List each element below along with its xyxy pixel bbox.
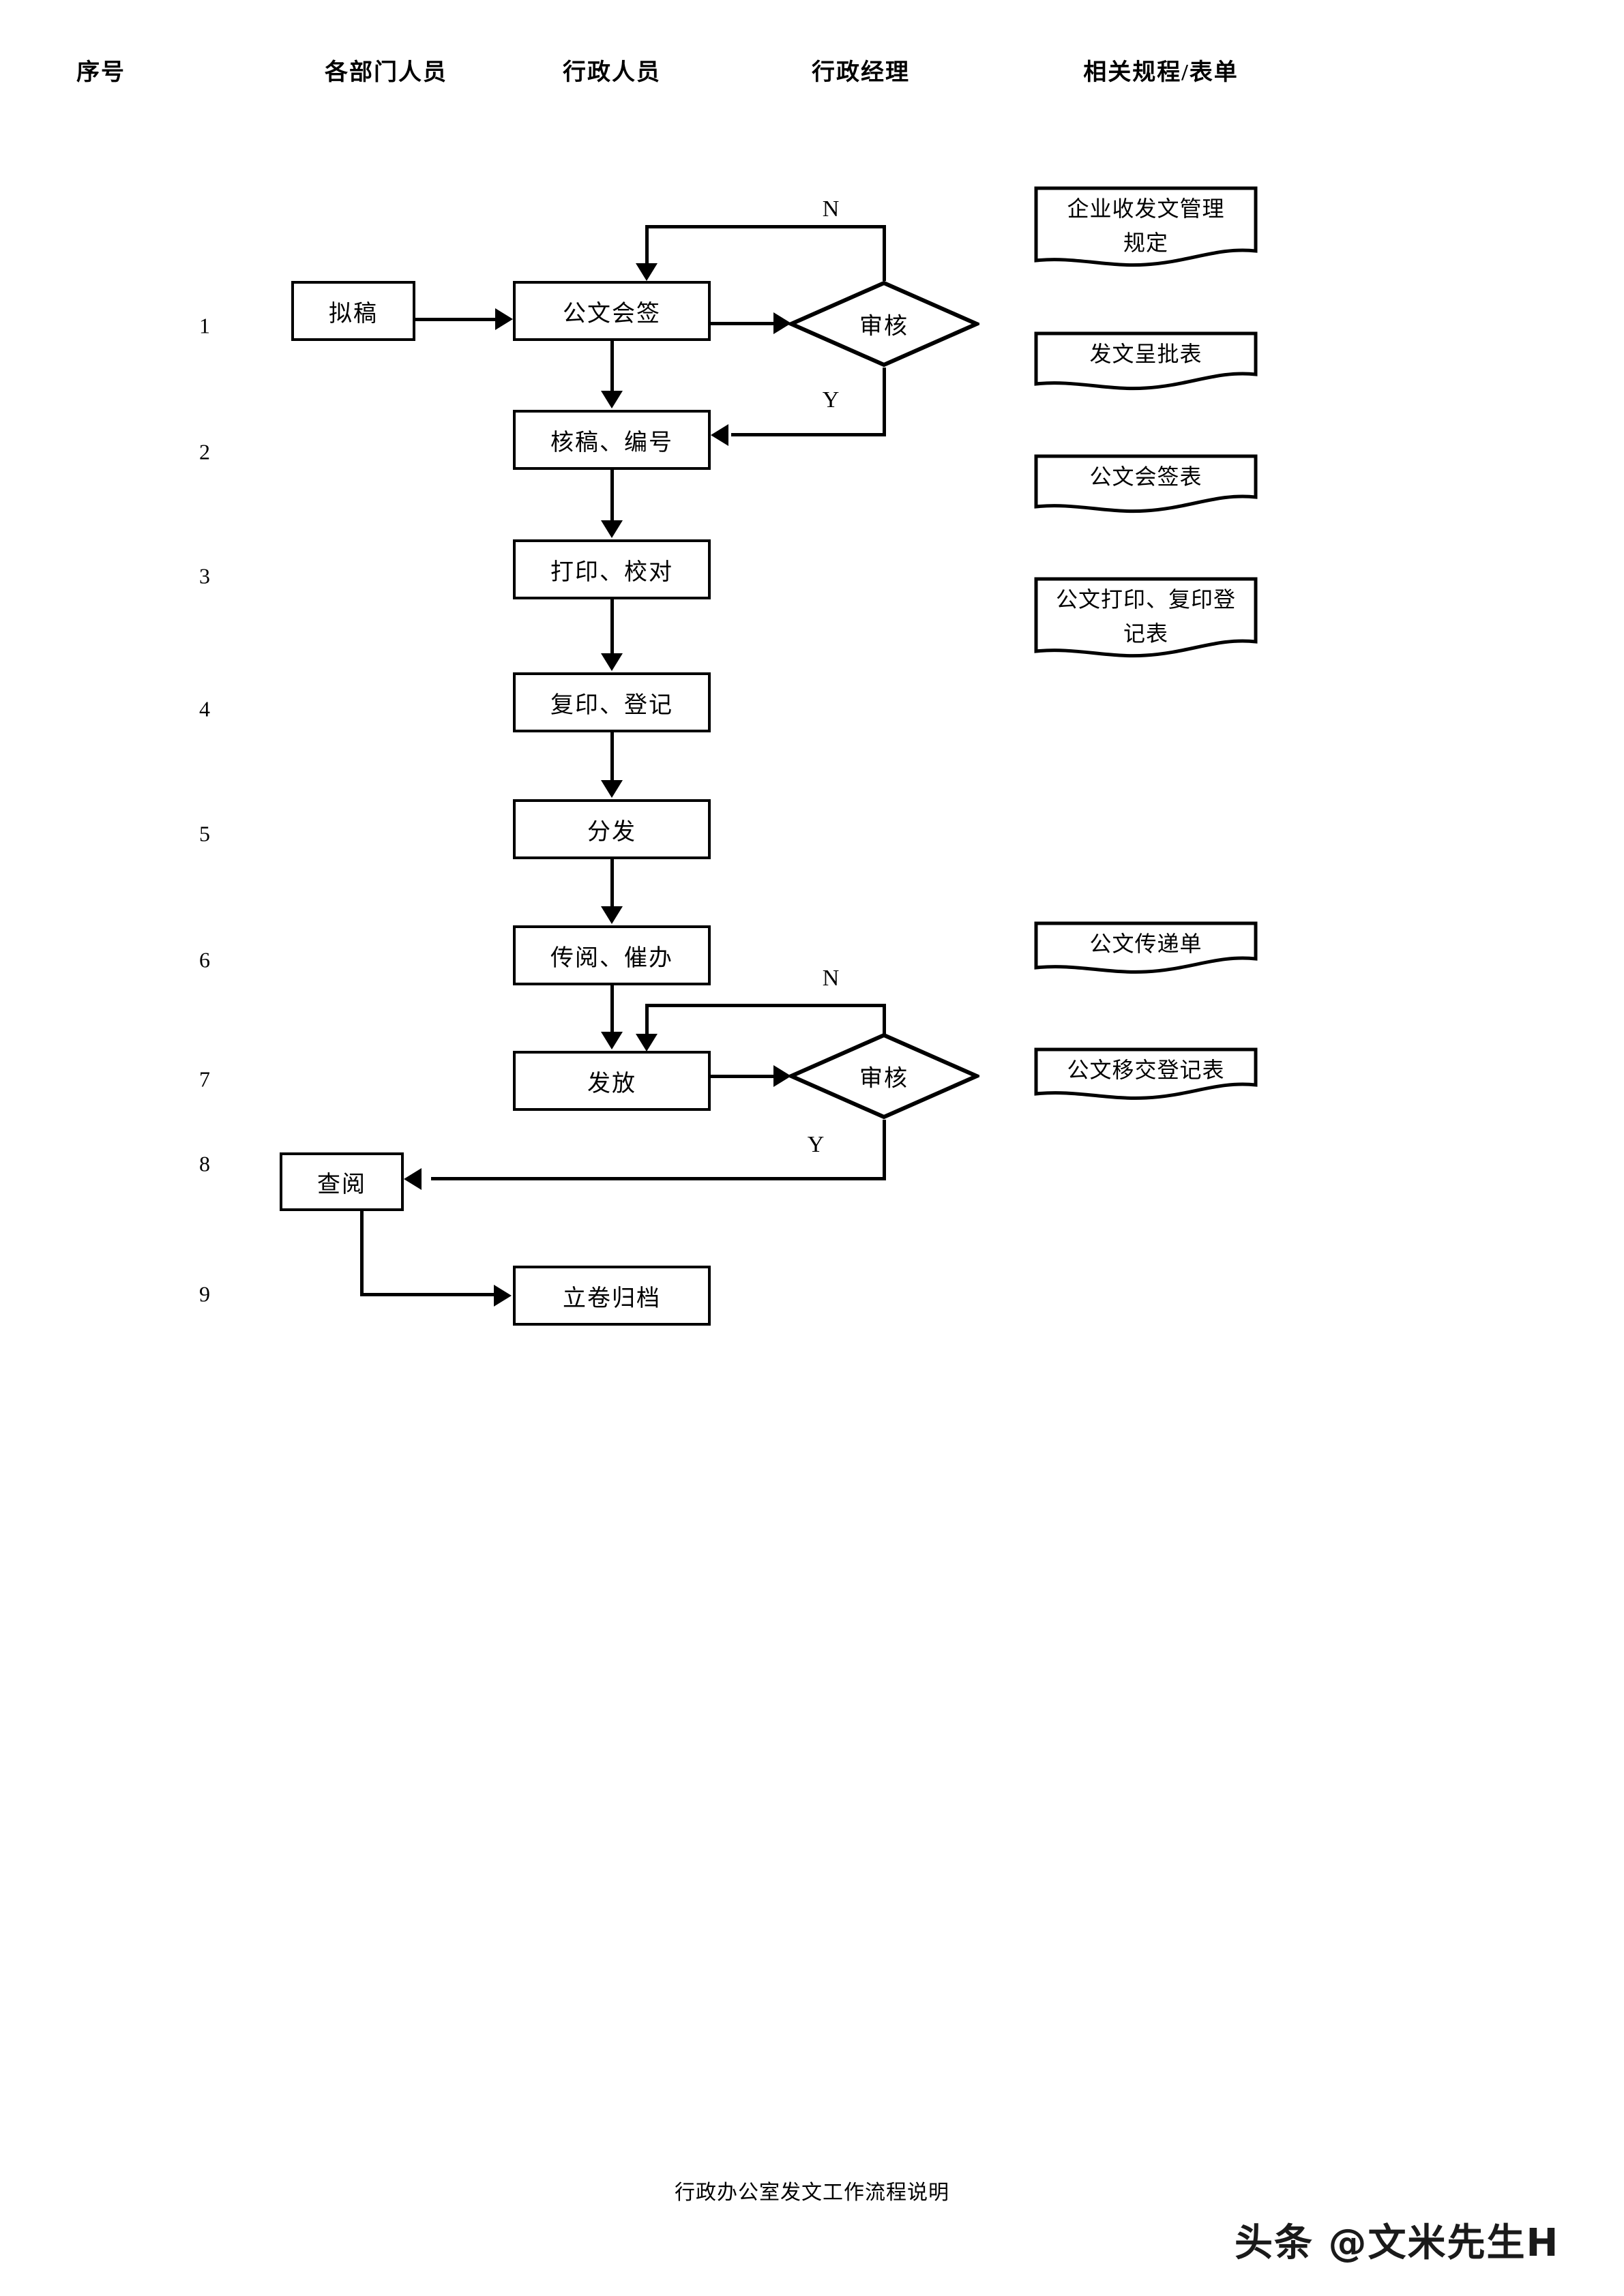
form-document-1[interactable]: 企业收发文管理 规定 <box>1033 185 1258 269</box>
connector-fuyin-to-fenfa-line <box>610 732 614 781</box>
connector-shenhe1-y-arrowhead <box>711 424 728 446</box>
column-header-admin: 行政人员 <box>563 60 661 85</box>
process-box-hegao[interactable]: 核稿、编号 <box>513 410 711 470</box>
form-document-2-label: 发文呈批表 <box>1089 342 1202 366</box>
process-box-lijuan[interactable]: 立卷归档 <box>513 1266 711 1326</box>
watermark-text: 头条 @文米先生H <box>1235 2221 1560 2265</box>
form-document-3-label: 公文会签表 <box>1089 464 1202 489</box>
branch-label-n-bottom: N <box>822 966 840 991</box>
connector-chuanyue-to-fafang-arrowhead <box>601 1032 623 1049</box>
step-number-2: 2 <box>199 439 210 464</box>
connector-hegao-to-dayin-line <box>610 470 614 522</box>
process-box-fafang[interactable]: 发放 <box>513 1051 711 1111</box>
connector-shenhe2-n-horizontal <box>645 1004 886 1007</box>
branch-label-n-top: N <box>822 196 840 222</box>
process-box-chuanyue[interactable]: 传阅、催办 <box>513 925 711 985</box>
document-shape-icon <box>1034 331 1258 391</box>
connector-fafang-to-shenhe2-line <box>711 1075 778 1078</box>
process-box-fuyin[interactable]: 复印、登记 <box>513 672 711 732</box>
form-document-1-label: 企业收发文管理 规定 <box>1067 196 1225 255</box>
form-document-4-label: 公文打印、复印登 记表 <box>1055 587 1236 646</box>
form-document-2[interactable]: 发文呈批表 <box>1033 331 1258 392</box>
connector-gongwen-to-hegao-arrowhead <box>601 391 623 408</box>
connector-shenhe1-n-arrowhead <box>636 263 658 281</box>
connector-shenhe2-n-vertical-right <box>883 1004 886 1037</box>
connector-nigao-to-gongwen-line <box>415 318 495 321</box>
step-number-5: 5 <box>199 821 210 846</box>
connector-shenhe1-y-vertical <box>883 368 886 436</box>
document-shape-icon <box>1034 186 1258 267</box>
connector-fuyin-to-fenfa-arrowhead <box>601 780 623 798</box>
connector-fenfa-to-chuanyue-arrowhead <box>601 906 623 924</box>
step-number-3: 3 <box>199 563 210 588</box>
diamond-shape-icon <box>788 280 979 368</box>
connector-shenhe2-y-arrowhead <box>404 1168 422 1190</box>
document-shape-icon <box>1034 454 1258 513</box>
connector-shenhe2-n-vertical-left <box>645 1004 649 1037</box>
connector-fenfa-to-chuanyue-line <box>610 859 614 908</box>
process-box-dayin[interactable]: 打印、校对 <box>513 539 711 599</box>
connector-shenhe1-n-vertical-right <box>883 225 886 281</box>
connector-gongwen-to-shenhe1-line <box>711 322 778 325</box>
document-shape-icon <box>1034 921 1258 974</box>
column-header-manager: 行政经理 <box>812 60 910 85</box>
connector-dayin-to-fuyin-arrowhead <box>601 653 623 671</box>
step-number-7: 7 <box>199 1067 210 1092</box>
connector-shenhe2-n-arrowhead <box>636 1034 658 1052</box>
process-box-gongwen[interactable]: 公文会签 <box>513 281 711 341</box>
connector-dayin-to-fuyin-line <box>610 599 614 655</box>
form-document-5[interactable]: 公文传递单 <box>1033 921 1258 975</box>
form-document-3[interactable]: 公文会签表 <box>1033 453 1258 515</box>
connector-chayue-to-lijuan-vertical <box>360 1211 364 1296</box>
process-box-chayue[interactable]: 查阅 <box>280 1152 404 1211</box>
connector-shenhe2-y-vertical <box>883 1120 886 1180</box>
connector-nigao-to-gongwen-arrowhead <box>495 308 513 330</box>
connector-shenhe1-n-horizontal <box>645 225 886 228</box>
connector-shenhe2-y-horizontal <box>431 1177 886 1180</box>
branch-label-y-top: Y <box>822 387 840 413</box>
form-document-6-label: 公文移交登记表 <box>1067 1058 1225 1082</box>
connector-gongwen-to-hegao-line <box>610 341 614 392</box>
connector-shenhe1-y-horizontal <box>731 433 886 436</box>
document-shape-icon <box>1034 1047 1258 1100</box>
form-document-6[interactable]: 公文移交登记表 <box>1033 1047 1258 1101</box>
step-number-1: 1 <box>199 313 210 338</box>
step-number-6: 6 <box>199 947 210 972</box>
decision-shenhe-2[interactable]: 审核 <box>788 1032 979 1120</box>
column-header-seq: 序号 <box>76 60 126 85</box>
column-header-dept: 各部门人员 <box>325 60 447 85</box>
decision-shenhe-1[interactable]: 审核 <box>788 280 979 368</box>
footer-caption: 行政办公室发文工作流程说明 <box>675 2181 949 2204</box>
step-number-4: 4 <box>199 696 210 721</box>
branch-label-y-bottom: Y <box>807 1132 825 1157</box>
connector-shenhe1-n-vertical-left <box>645 225 649 265</box>
document-shape-icon <box>1034 577 1258 658</box>
connector-hegao-to-dayin-arrowhead <box>601 520 623 538</box>
process-box-fenfa[interactable]: 分发 <box>513 799 711 859</box>
form-document-5-label: 公文传递单 <box>1089 931 1202 956</box>
connector-chuanyue-to-fafang-line <box>610 985 614 1033</box>
diamond-shape-icon <box>788 1032 979 1120</box>
step-number-9: 9 <box>199 1281 210 1307</box>
connector-chayue-to-lijuan-arrowhead <box>494 1285 512 1307</box>
process-box-nigao[interactable]: 拟稿 <box>291 281 415 341</box>
form-document-4[interactable]: 公文打印、复印登 记表 <box>1033 576 1258 659</box>
step-number-8: 8 <box>199 1151 210 1176</box>
column-header-forms: 相关规程/表单 <box>1083 60 1239 85</box>
connector-chayue-to-lijuan-horizontal <box>360 1293 495 1296</box>
